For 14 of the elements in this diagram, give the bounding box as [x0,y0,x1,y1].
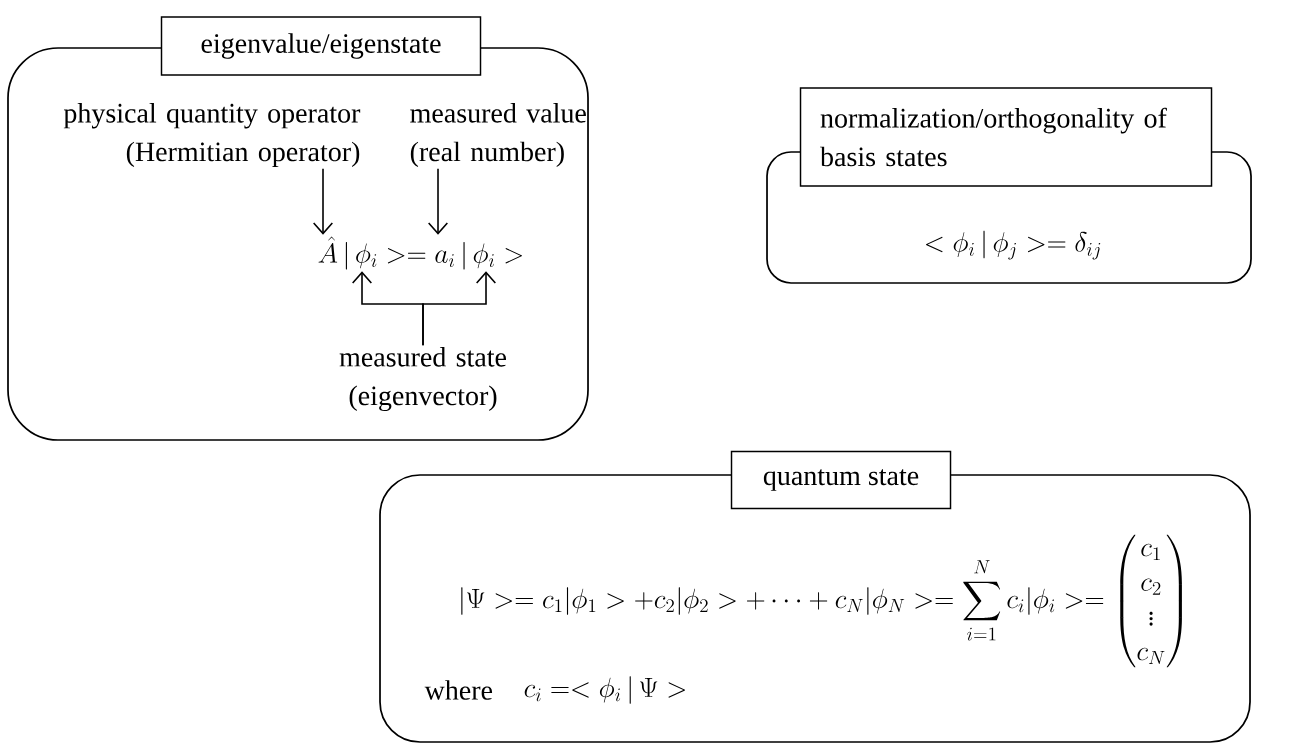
heading-box: normalization/orthogonality of basis states [799,87,1213,187]
heading-box: quantum state [730,450,952,510]
arrow [422,271,497,347]
heading-box: eigenvalue/eigenstate [160,16,482,76]
formula: $c_i \mathrel{=}< \phi_i\,|\,\Psi >$ [524,676,686,704]
arrow [427,167,449,235]
formula: $|\Psi \mathrel{>}= c_1|\phi_1 > +c_2|\phi_2 > + \cdots + c_N|\phi_N \mathrel{>}= \sum_{i=1}^{N} c_i|\phi_i > = \begin{pmatrix} c_1 \\ c_2 \\ \vdots \\ c_N \end{pmatrix}$ [461,534,1182,668]
label-text: measured state (eigenvector) [339,346,506,412]
label-text: measured value (real number) [410,102,586,168]
formula: $\hat{A}\,|\,\phi_i \mathrel{>}= a_i\,|\,\phi_i >$ [318,236,523,270]
label-text: physical quantity operator (Hermitian operator) [63,102,361,168]
arrow [312,167,334,235]
formula: $<\phi_i\,|\,\phi_j \mathrel{>}= \delta_{ij}$ [926,230,1101,260]
note-text: where [424,680,493,700]
